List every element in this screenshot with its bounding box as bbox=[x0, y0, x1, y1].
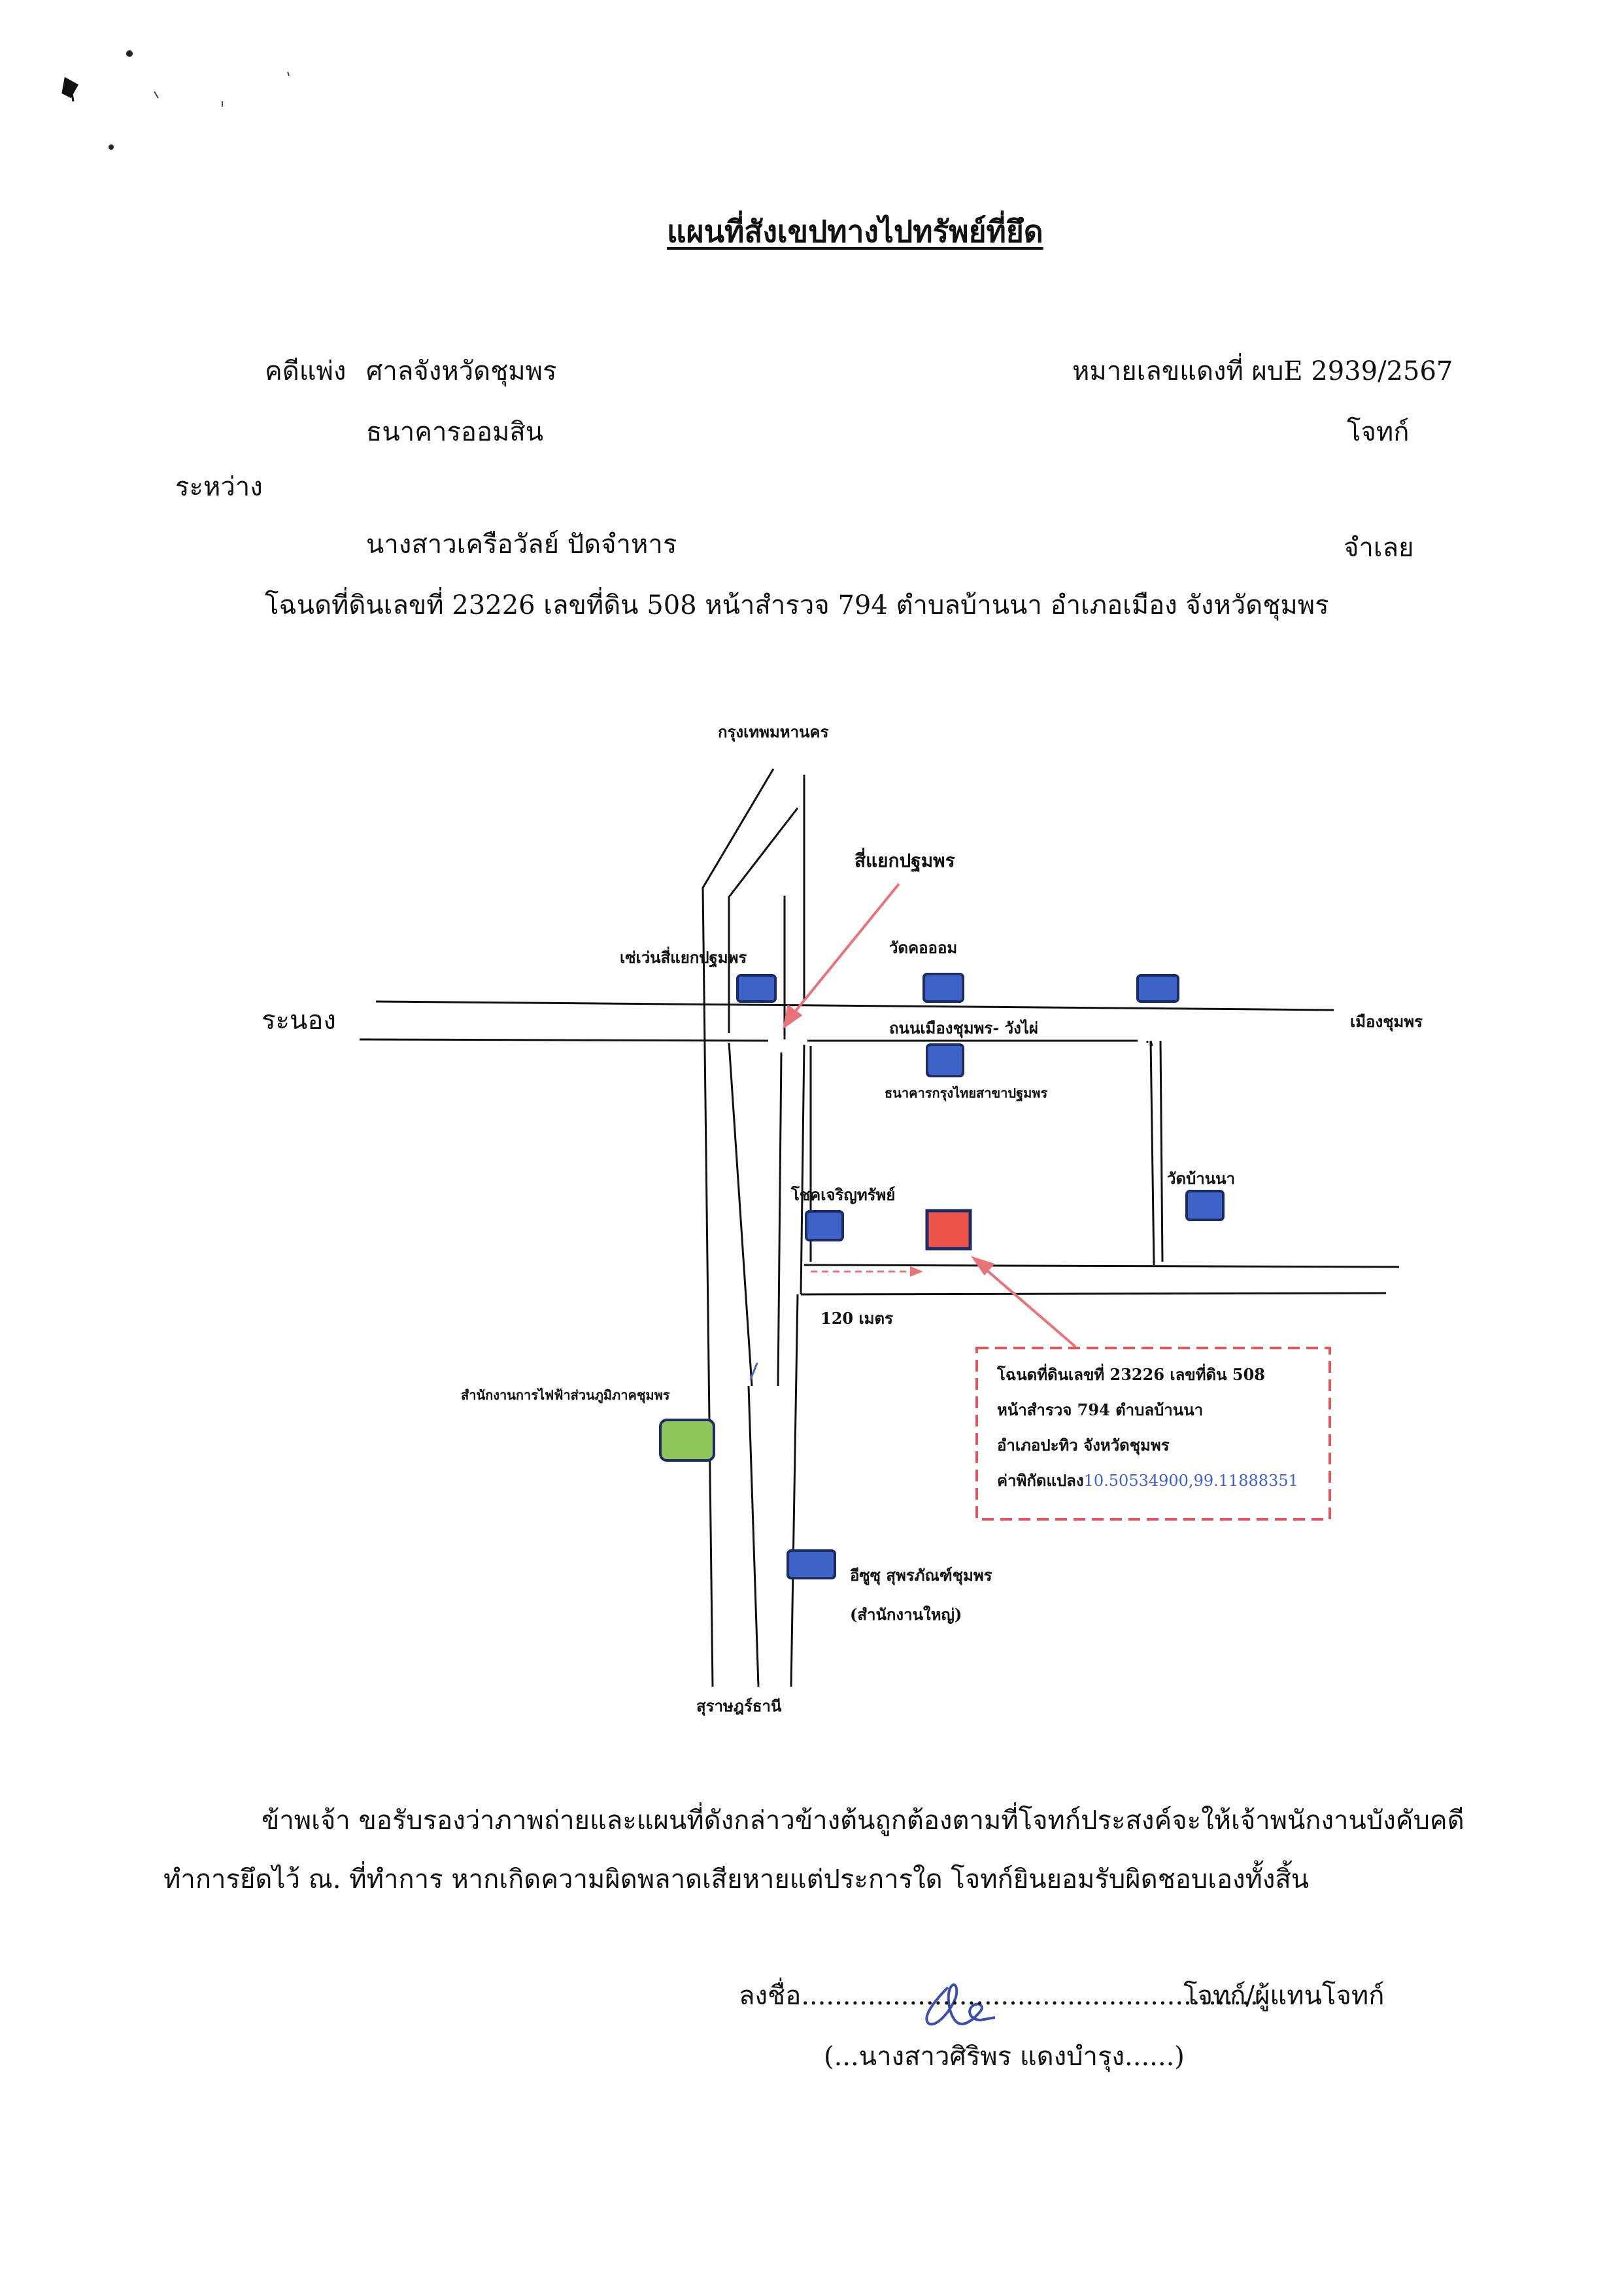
temple-khoom-marker bbox=[922, 973, 964, 1003]
case-number: หมายเลขแดงที่ ผบE 2939/2567 bbox=[1072, 356, 1453, 386]
chok-charoen-marker bbox=[805, 1210, 844, 1241]
certification-line-1: ข้าพเจ้า ขอรับรองว่าภาพถ่ายและแผนที่ดังก… bbox=[262, 1806, 1464, 1836]
seven-eleven-marker bbox=[736, 974, 777, 1003]
document-title: แผนที่สังเขปทางไปทรัพย์ที่ยึด bbox=[667, 214, 1043, 249]
intersection-arrowhead bbox=[783, 1004, 803, 1030]
label-chok-charoen: โชคเจริญทรัพย์ bbox=[791, 1185, 896, 1204]
label-isuzu: อีซูซุ สุพรภัณฑ์ชุมพร bbox=[850, 1566, 992, 1585]
electricity-office-marker bbox=[659, 1419, 715, 1462]
signature-scribble bbox=[925, 1983, 996, 2026]
isuzu-marker bbox=[787, 1549, 836, 1579]
label-south: สุราษฎร์ธานี bbox=[696, 1696, 782, 1715]
signature-role: โจทก์/ผู้แทนโจทก์ bbox=[1183, 1981, 1385, 2011]
highway-tick bbox=[749, 1362, 758, 1380]
target-property-marker bbox=[925, 1209, 972, 1251]
label-wat-ban-na: วัดบ้านนา bbox=[1167, 1169, 1236, 1188]
coord-label: ค่าพิกัดแปลง bbox=[997, 1471, 1084, 1490]
coord-value: 10.50534900,99.11888351 bbox=[1083, 1472, 1298, 1490]
road-lines bbox=[359, 768, 1400, 1687]
defendant-name: นางสาวเครือวัลย์ ปัดจำหาร bbox=[366, 530, 677, 560]
label-distance: 120 เมตร bbox=[820, 1309, 893, 1328]
between-label: ระหว่าง bbox=[175, 472, 263, 502]
building-marker bbox=[1136, 974, 1179, 1003]
signer-name: (...นางสาวศิริพร แดงบำรุง......) bbox=[824, 2042, 1185, 2072]
label-seven-eleven: เซ่เว่นสี่แยกปฐมพร bbox=[620, 948, 747, 967]
wat-ban-na-marker bbox=[1185, 1190, 1225, 1221]
plaintiff-role: โจทก์ bbox=[1347, 417, 1410, 447]
label-temple-khoom: วัดคอออม bbox=[889, 938, 958, 957]
label-ktb-bank: ธนาคารกรุงไทยสาขาปฐมพร bbox=[885, 1085, 1048, 1101]
callout-arrowhead bbox=[970, 1256, 995, 1276]
callout-line-2: หน้าสำรวจ 794 ตำบลบ้านนา bbox=[997, 1400, 1204, 1419]
label-intersection: สี่แยกปฐมพร bbox=[854, 850, 955, 871]
intersection-arrow-line bbox=[790, 883, 900, 1018]
callout-line-4: ค่าพิกัดแปลง10.50534900,99.11888351 bbox=[997, 1463, 1298, 1498]
callout-text: โฉนดที่ดินเลขที่ 23226 เลขที่ดิน 508 หน้… bbox=[997, 1357, 1298, 1498]
plaintiff-name: ธนาคารออมสิน bbox=[366, 417, 544, 447]
label-road: ถนนเมืองชุมพร- วังไผ่ bbox=[889, 1019, 1038, 1037]
label-east: เมืองชุมพร bbox=[1350, 1012, 1423, 1031]
defendant-role: จำเลย bbox=[1344, 533, 1414, 563]
label-north: กรุงเทพมหานคร bbox=[718, 722, 829, 741]
signature-line: ลงชื่อ..................................… bbox=[739, 1981, 1259, 2011]
ktb-bank-marker bbox=[926, 1043, 964, 1077]
callout-line-1: โฉนดที่ดินเลขที่ 23226 เลขที่ดิน 508 bbox=[997, 1365, 1265, 1384]
callout-arrow-line bbox=[979, 1264, 1077, 1348]
label-west: ระนอง bbox=[262, 1005, 336, 1036]
case-type: คดีแพ่ง bbox=[265, 356, 347, 386]
deed-line: โฉนดที่ดินเลขที่ 23226 เลขที่ดิน 508 หน้… bbox=[265, 590, 1329, 620]
label-isuzu-sub: (สำนักงานใหญ่) bbox=[850, 1605, 962, 1624]
label-electricity: สำนักงานการไฟฟ้าส่วนภูมิภาคชุมพร bbox=[461, 1387, 670, 1403]
distance-arrowhead bbox=[910, 1266, 923, 1277]
callout-box bbox=[975, 1347, 1331, 1521]
callout-line-3: อำเภอปะทิว จังหวัดชุมพร bbox=[997, 1436, 1170, 1455]
certification-line-2: ทำการยึดไว้ ณ. ที่ทำการ หากเกิดความผิดพล… bbox=[163, 1864, 1310, 1895]
court-name: ศาลจังหวัดชุมพร bbox=[366, 356, 557, 386]
